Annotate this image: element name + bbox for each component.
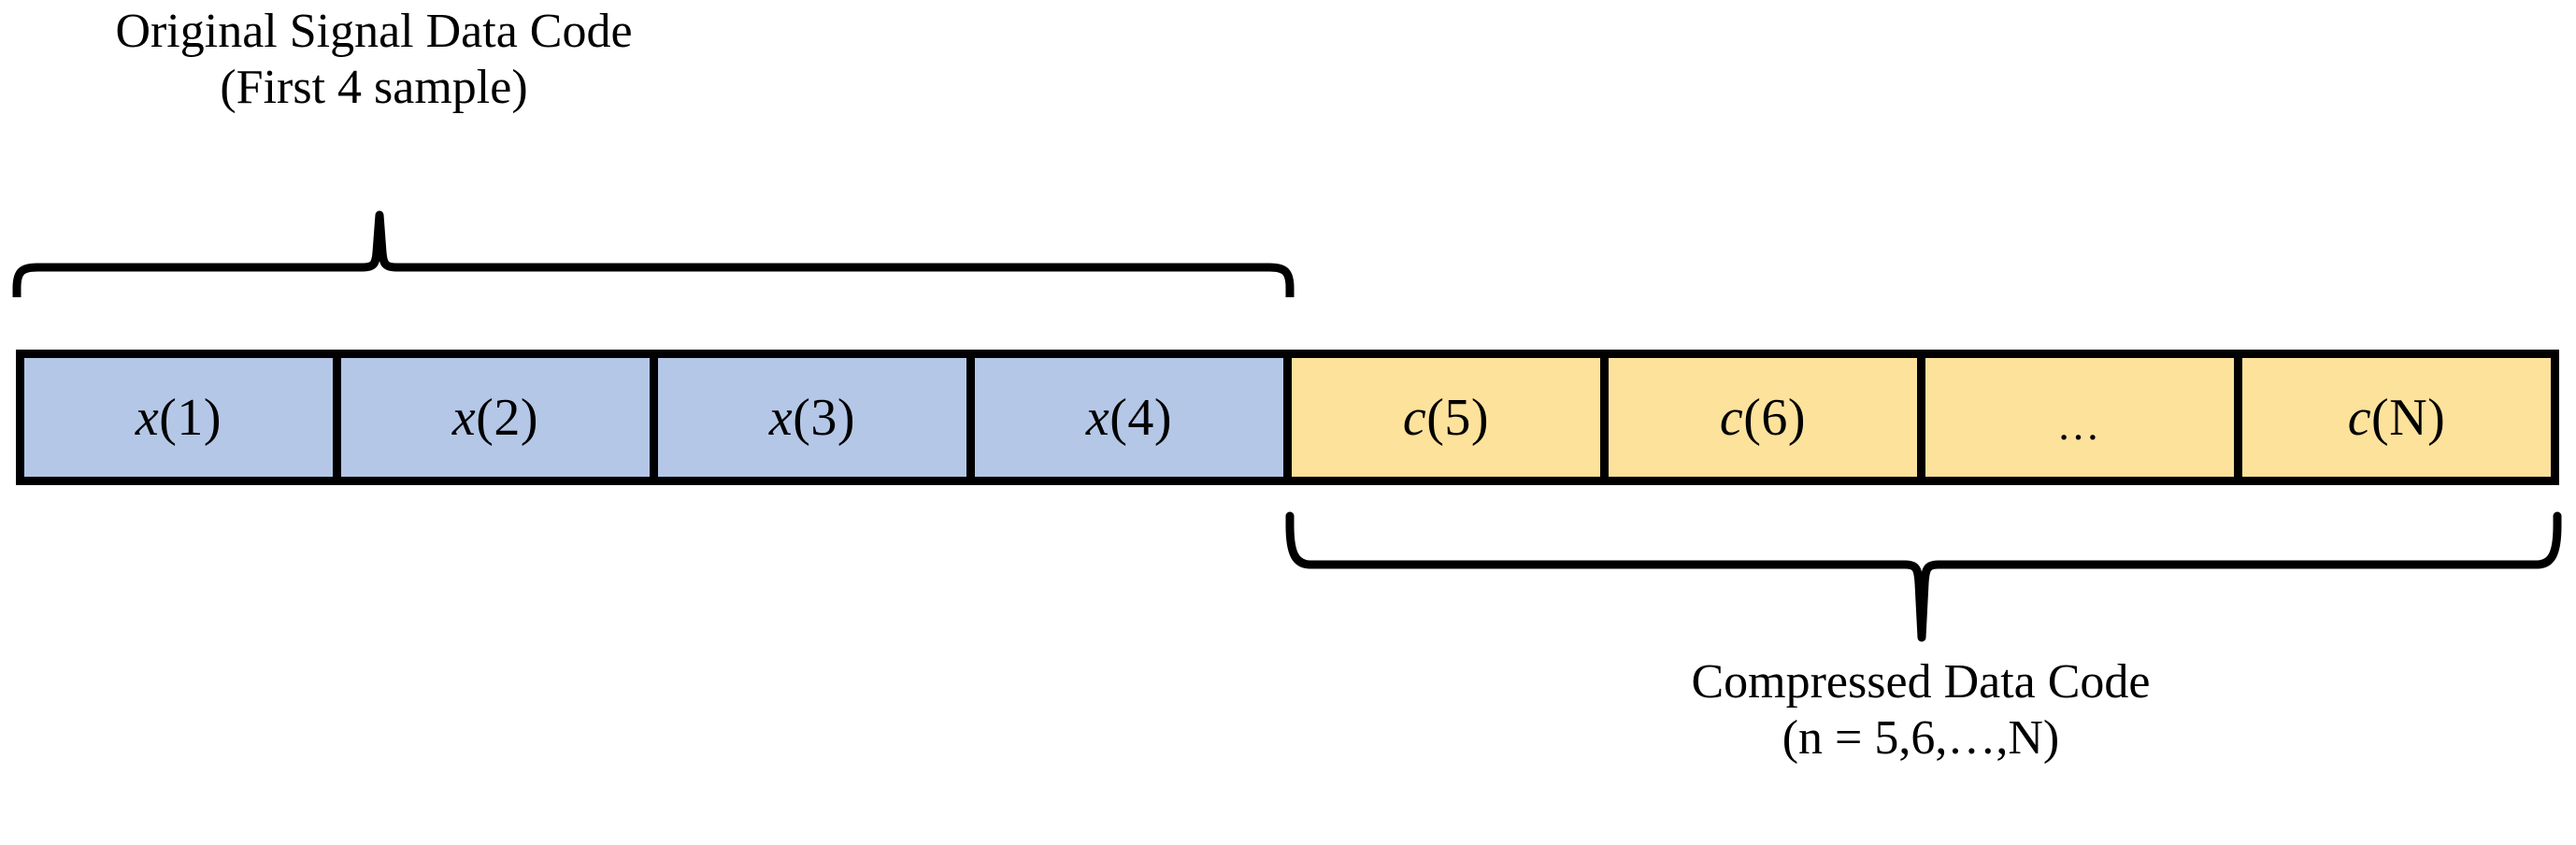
data-cell-x4[interactable]: x(4) — [975, 358, 1292, 477]
cell-argument: (N) — [2371, 388, 2446, 447]
data-cell-label: x(2) — [452, 392, 538, 444]
data-cell-x1[interactable]: x(1) — [24, 358, 341, 477]
bottom-brace-icon — [1285, 511, 2562, 642]
original-signal-brace — [9, 204, 1299, 297]
data-cell-x2[interactable]: x(2) — [341, 358, 658, 477]
cell-argument: (2) — [476, 388, 539, 447]
data-cell-label: c(5) — [1403, 392, 1489, 444]
cell-argument: (5) — [1426, 388, 1490, 447]
data-cell-label: x(1) — [136, 392, 222, 444]
data-cell-c6[interactable]: c(6) — [1609, 358, 1925, 477]
original-signal-caption: Original Signal Data Code (First 4 sampl… — [0, 4, 748, 117]
ellipsis-icon: … — [2056, 400, 2103, 449]
compressed-data-brace — [1282, 510, 2565, 647]
cell-argument: (1) — [159, 388, 222, 447]
data-cell-ellipsis[interactable]: … — [1925, 358, 2242, 477]
data-cell-x3[interactable]: x(3) — [658, 358, 975, 477]
cell-variable: x — [1085, 388, 1110, 447]
cell-variable: x — [768, 388, 794, 447]
compressed-data-caption-line2: (n = 5,6,…,N) — [1782, 711, 2060, 766]
compressed-data-caption: Compressed Data Code (n = 5,6,…,N) — [1547, 654, 2295, 767]
cell-argument: (4) — [1109, 388, 1173, 447]
data-code-strip: x(1) x(2) x(3) x(4) c(5) c(6) … c(N) — [16, 350, 2559, 485]
data-cell-label: c(6) — [1720, 392, 1806, 444]
original-signal-caption-line1: Original Signal Data Code — [115, 5, 633, 58]
cell-variable: c — [1402, 388, 1427, 447]
data-cell-label: c(N) — [2348, 392, 2446, 444]
cell-variable: x — [451, 388, 477, 447]
cell-variable: c — [2347, 388, 2372, 447]
cell-argument: (3) — [793, 388, 856, 447]
top-brace-icon — [12, 210, 1295, 297]
data-cell-cN[interactable]: c(N) — [2242, 358, 2551, 477]
data-cell-label: x(4) — [1086, 392, 1172, 444]
data-cell-label: x(3) — [769, 392, 855, 444]
cell-argument: (6) — [1743, 388, 1807, 447]
compressed-data-caption-line1: Compressed Data Code — [1691, 655, 2151, 709]
cell-variable: c — [1719, 388, 1744, 447]
data-cell-c5[interactable]: c(5) — [1292, 358, 1609, 477]
original-signal-caption-line2: (First 4 sample) — [220, 61, 528, 115]
cell-variable: x — [135, 388, 160, 447]
